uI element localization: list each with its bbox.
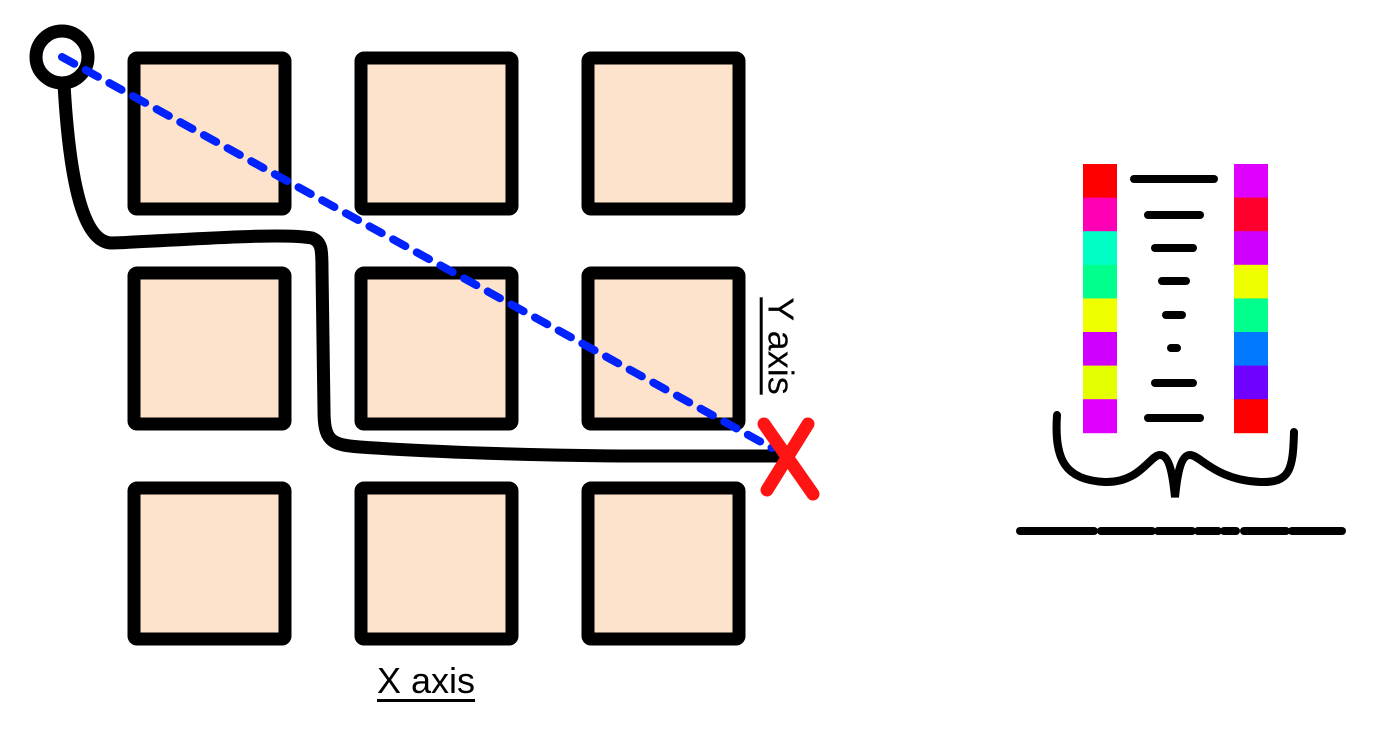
grid-cells [127,51,746,646]
grid-cell [581,266,746,431]
center-dash-column [1130,175,1218,422]
walking-path [57,77,785,463]
color-cell [1234,399,1268,434]
curly-brace [1052,411,1298,498]
grid-cell [581,481,746,646]
y-axis-label: Y axis [760,297,802,395]
grid-cell [127,51,292,216]
color-cell [1083,399,1117,434]
color-cell [1234,298,1268,333]
right-color-column [1234,164,1268,434]
color-cell [1234,264,1268,299]
color-cell [1234,332,1268,366]
grid-cell [354,51,519,216]
grid-cell [354,481,519,646]
color-cell [1083,365,1117,400]
grid-cell [581,51,746,216]
grid-cell [354,266,519,431]
x-axis-label: X axis [377,660,476,701]
left-color-column [1083,164,1117,434]
color-cell [1083,197,1117,232]
grid-cell [127,266,292,431]
color-cell [1083,332,1117,366]
color-cell [1234,231,1268,266]
color-cell [1083,231,1117,266]
color-cell [1083,264,1117,299]
color-cell [1234,197,1268,232]
color-cell [1234,365,1268,400]
color-cell [1083,164,1117,198]
straight-line-path [58,53,776,452]
color-cell [1083,298,1117,333]
target-x-icon [757,417,820,501]
grid-cell [127,481,292,646]
color-cell [1234,164,1268,198]
